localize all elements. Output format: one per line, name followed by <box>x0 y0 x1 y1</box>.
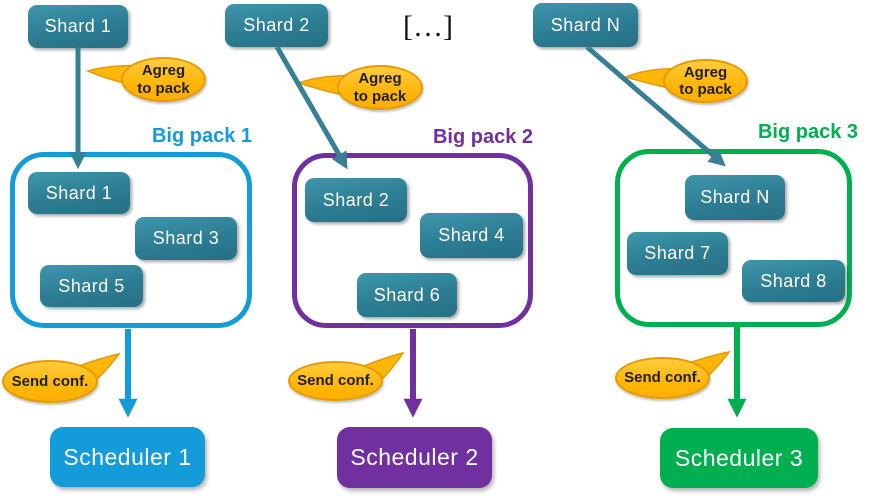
pack2-shard-a: Shard 2 <box>305 178 407 222</box>
source-shard-1: Shard 1 <box>28 5 128 48</box>
pack3-shard-a: Shard N <box>685 175 785 220</box>
scheduler-2: Scheduler 2 <box>337 427 492 488</box>
big-pack-2-label: Big pack 2 <box>432 126 533 148</box>
big-pack-3 <box>615 149 852 327</box>
scheduler-3: Scheduler 3 <box>660 428 818 488</box>
pack1-shard-a: Shard 1 <box>28 172 130 214</box>
pack2-shard-b: Shard 4 <box>420 213 523 258</box>
scheduler-1: Scheduler 1 <box>50 427 205 487</box>
pack1-shard-c: Shard 5 <box>40 265 143 307</box>
pack2-shard-c: Shard 6 <box>357 273 457 317</box>
send-bubble-3: Send conf. <box>615 357 710 399</box>
big-pack-1 <box>10 152 252 328</box>
pack1-shard-b: Shard 3 <box>135 217 237 260</box>
source-shard-2: Shard 2 <box>225 4 328 47</box>
pack3-shard-b: Shard 7 <box>627 232 728 275</box>
send-bubble-1: Send conf. <box>2 360 98 403</box>
agreg-bubble-1: Agreg to pack <box>121 57 206 102</box>
source-shard-n: Shard N <box>533 3 638 47</box>
ellipsis-label: […] <box>403 10 453 43</box>
agreg-bubble-2: Agreg to pack <box>337 65 423 110</box>
big-pack-3-label: Big pack 3 <box>757 121 858 143</box>
agreg-bubble-3: Agreg to pack <box>663 59 748 103</box>
big-pack-2 <box>292 153 533 328</box>
send-bubble-2: Send conf. <box>288 361 383 401</box>
pack3-shard-c: Shard 8 <box>742 260 845 302</box>
big-pack-1-label: Big pack 1 <box>151 125 252 147</box>
